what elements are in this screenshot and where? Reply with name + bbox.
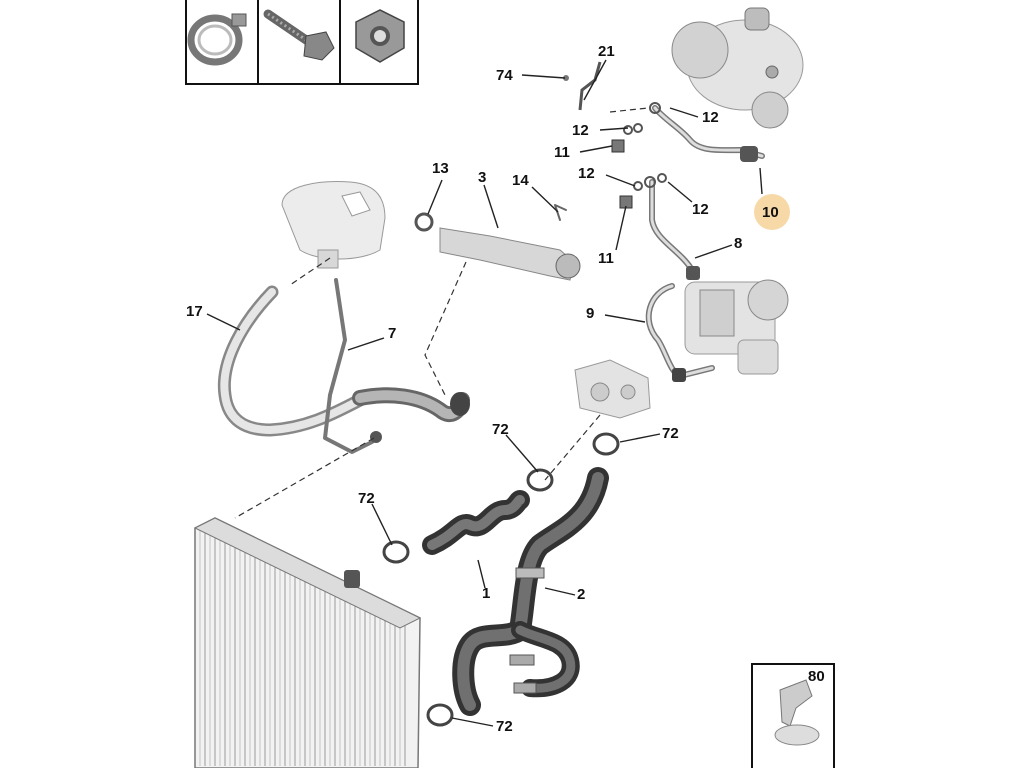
callout-8: 8 [734, 235, 742, 252]
hose-clamp-icon [382, 432, 620, 727]
clip-13-icon [414, 212, 434, 232]
callout-2: 2 [577, 586, 585, 603]
highlight-marker [754, 194, 790, 230]
inset-part-80 [751, 663, 835, 768]
callout-3: 3 [478, 169, 486, 186]
hose-1 [422, 490, 530, 555]
callout-12: 12 [692, 201, 709, 218]
radiator-fins [199, 530, 406, 766]
leader-lines [206, 59, 763, 727]
callout-21: 21 [598, 43, 615, 60]
fastener-inset-panel [185, 0, 419, 85]
bolt-icon [263, 9, 335, 61]
water-outlet-housing-icon [574, 359, 651, 419]
callout-17: 17 [186, 303, 203, 320]
radiator-icon [193, 517, 422, 768]
callout-12: 12 [578, 165, 595, 182]
callout-10: 10 [762, 204, 779, 221]
radiator-upper-hose [352, 387, 470, 423]
callout-72: 72 [492, 421, 509, 438]
pipe-9 [645, 283, 715, 382]
callout-7: 7 [388, 325, 396, 342]
callout-13: 13 [432, 160, 449, 177]
pipe-fitting-icon [774, 679, 820, 746]
callout-14: 14 [512, 172, 529, 189]
nut-icon [355, 9, 405, 63]
turbocharger-icon [671, 7, 804, 129]
callout-80: 80 [808, 668, 825, 685]
callout-74: 74 [496, 67, 513, 84]
bracket-21-icon [563, 61, 602, 111]
assembly-lines [234, 107, 649, 519]
hose-17 [217, 285, 367, 437]
expansion-tank-icon [281, 181, 386, 269]
callout-1: 1 [482, 585, 490, 602]
o-ring-icon [623, 102, 667, 191]
callout-72: 72 [662, 425, 679, 442]
bleed-pipe-7 [323, 278, 382, 454]
callout-12: 12 [702, 109, 719, 126]
hose-clip-icon [187, 13, 247, 66]
banjo-bolt-icon [611, 139, 633, 209]
callout-72: 72 [496, 718, 513, 735]
callout-11: 11 [598, 250, 614, 267]
callout-72: 72 [358, 490, 375, 507]
turbo-pipe-8 [649, 179, 700, 280]
oil-cooler-icon [684, 279, 789, 375]
callout-11: 11 [554, 144, 570, 161]
hose-2 [452, 467, 609, 716]
turbo-oil-pipe-10 [652, 105, 765, 162]
water-pipe-3 [439, 204, 581, 281]
callout-12: 12 [572, 122, 589, 139]
callout-9: 9 [586, 305, 594, 322]
